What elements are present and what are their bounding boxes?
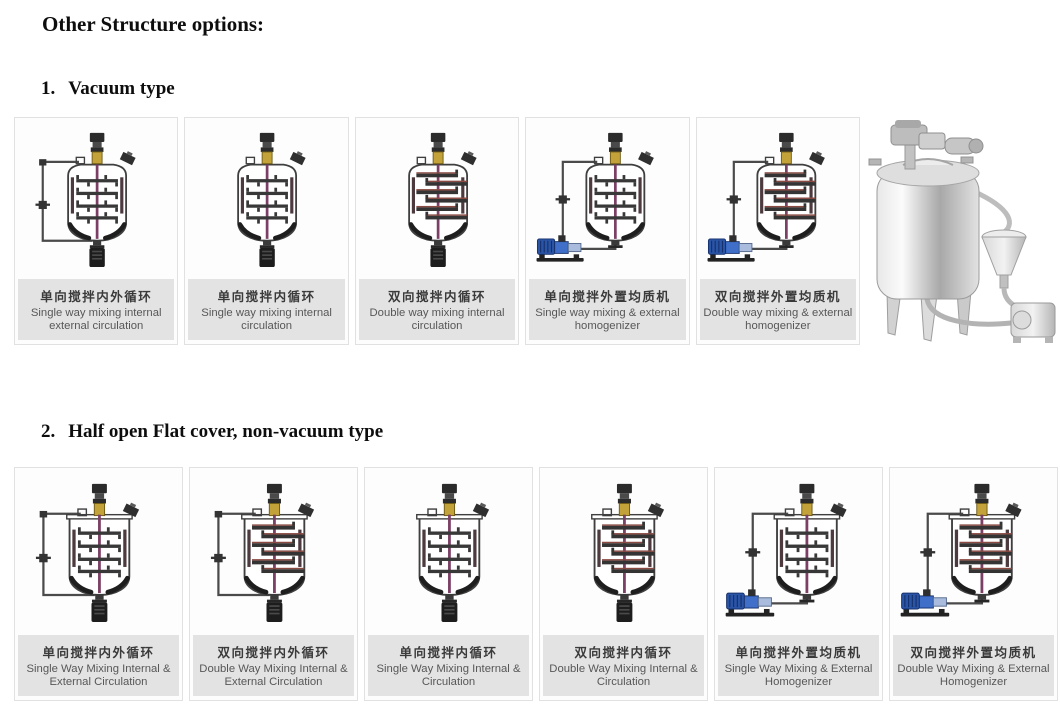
mixing-tank-diagram: [185, 118, 347, 279]
structure-option-card: 双向搅拌内循环 Double way mixing internal circul…: [354, 117, 520, 345]
mixing-tank-diagram: [15, 468, 182, 635]
card-caption: 单向搅拌外置均质机 Single Way Mixing & External Ho…: [718, 634, 879, 696]
section-2-number: 2.: [41, 421, 56, 442]
structure-option-card: 单向搅拌内循环 Single Way Mixing Internal & Circ…: [364, 467, 533, 701]
mixing-tank-diagram: [715, 468, 882, 635]
mixing-tank-diagram: [890, 468, 1057, 635]
card-caption: 双向搅拌内循环 Double way mixing internal circul…: [358, 278, 516, 340]
structure-option-card: 单向搅拌外置均质机 Single Way Mixing & External Ho…: [714, 467, 883, 701]
structure-option-card: 单向搅拌内外循环 Single Way Mixing Internal & Ext…: [14, 467, 183, 701]
caption-english: Double way mixing & external homogenizer: [703, 306, 853, 333]
caption-english: Double Way Mixing & External Homogenizer: [897, 662, 1050, 689]
card-caption: 单向搅拌内循环 Single way mixing internal circul…: [188, 278, 345, 340]
structure-option-card: 双向搅拌外置均质机 Double Way Mixing & External Ho…: [889, 467, 1058, 701]
section-1-number: 1.: [41, 78, 56, 99]
structure-option-card: 单向搅拌内循环 Single way mixing internal circul…: [184, 117, 349, 345]
caption-chinese: 单向搅拌外置均质机: [544, 289, 671, 304]
card-caption: 双向搅拌外置均质机 Double Way Mixing & External Ho…: [893, 634, 1054, 696]
card-caption: 单向搅拌外置均质机 Single way mixing & external ho…: [529, 278, 686, 340]
caption-chinese: 单向搅拌内循环: [217, 289, 316, 304]
caption-english: Single way mixing & external homogenizer: [535, 306, 680, 333]
caption-english: Single way mixing internal circulation: [201, 306, 332, 333]
caption-chinese: 双向搅拌内外循环: [217, 645, 330, 660]
section-2-heading: 2. Half open Flat cover, non-vacuum type: [41, 421, 383, 443]
caption-chinese: 单向搅拌外置均质机: [735, 645, 862, 660]
caption-english: Single Way Mixing Internal & External Ci…: [26, 662, 171, 689]
mixing-tank-diagram: [540, 468, 707, 635]
vacuum-type-card-row: 单向搅拌内外循环 Single way mixing internal exter…: [14, 117, 861, 345]
caption-english: Double way mixing internal circulation: [369, 306, 505, 333]
page-title: Other Structure options:: [42, 12, 265, 36]
mixing-tank-diagram: [526, 118, 688, 279]
section-1-heading: 1. Vacuum type: [41, 78, 175, 100]
caption-chinese: 双向搅拌外置均质机: [910, 645, 1037, 660]
mixing-tank-diagram: [365, 468, 532, 635]
half-open-card-row: 单向搅拌内外循环 Single Way Mixing Internal & Ext…: [14, 467, 1058, 701]
structure-option-card: 双向搅拌内循环 Double Way Mixing Internal & Circ…: [539, 467, 708, 701]
caption-english: Double Way Mixing Internal & Circulation: [549, 662, 698, 689]
card-caption: 双向搅拌外置均质机 Double way mixing & external ho…: [699, 278, 857, 340]
caption-english: Single Way Mixing & External Homogenizer: [724, 662, 873, 689]
card-caption: 双向搅拌内循环 Double Way Mixing Internal & Circ…: [543, 634, 704, 696]
structure-option-card: 双向搅拌内外循环 Double Way Mixing Internal & Ext…: [189, 467, 358, 701]
caption-chinese: 单向搅拌内外循环: [40, 289, 153, 304]
card-caption: 双向搅拌内外循环 Double Way Mixing Internal & Ext…: [193, 634, 354, 696]
caption-chinese: 双向搅拌内循环: [388, 289, 487, 304]
caption-chinese: 双向搅拌外置均质机: [714, 289, 841, 304]
caption-chinese: 双向搅拌内循环: [574, 645, 673, 660]
card-caption: 单向搅拌内循环 Single Way Mixing Internal & Circ…: [368, 634, 529, 696]
mixing-tank-diagram: [15, 118, 177, 279]
card-caption: 单向搅拌内外循环 Single way mixing internal exter…: [18, 278, 175, 340]
mixing-tank-diagram: [190, 468, 357, 635]
structure-option-card: 单向搅拌外置均质机 Single way mixing & external ho…: [525, 117, 690, 345]
structure-option-card: 双向搅拌外置均质机 Double way mixing & external ho…: [695, 117, 861, 345]
caption-english: Double Way Mixing Internal & External Ci…: [199, 662, 348, 689]
mixing-tank-diagram: [697, 118, 859, 279]
section-2-label: Half open Flat cover, non-vacuum type: [68, 421, 384, 442]
card-caption: 单向搅拌内外循环 Single Way Mixing Internal & Ext…: [18, 634, 179, 696]
mixing-tank-diagram: [356, 118, 518, 279]
caption-english: Single Way Mixing Internal & Circulation: [376, 662, 521, 689]
caption-english: Single way mixing internal external circ…: [30, 306, 162, 333]
caption-chinese: 单向搅拌内外循环: [42, 645, 155, 660]
structure-option-card: 单向搅拌内外循环 Single way mixing internal exter…: [14, 117, 179, 345]
caption-chinese: 单向搅拌内循环: [399, 645, 498, 660]
section-1-label: Vacuum type: [68, 78, 175, 99]
stainless-steel-mixing-tank-photo: [861, 115, 1058, 345]
